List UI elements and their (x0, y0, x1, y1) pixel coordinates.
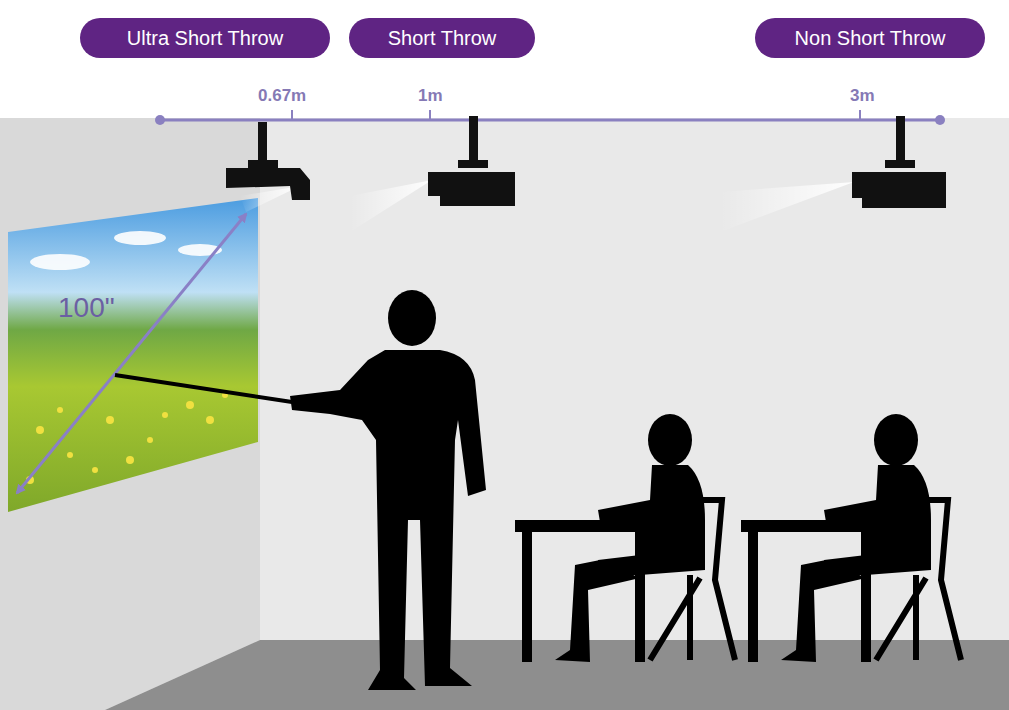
teacher-silhouette (115, 290, 486, 690)
scale-tick (859, 110, 861, 120)
distance-scale (160, 119, 940, 122)
scale-tick (291, 110, 293, 120)
projector (428, 116, 515, 206)
projector (226, 122, 310, 200)
projector (852, 116, 946, 208)
student-desk (515, 414, 735, 662)
screen-size-label: 100" (58, 292, 115, 324)
floor (105, 640, 1009, 710)
throw-category-pill: Short Throw (349, 18, 535, 58)
scale-end (155, 115, 165, 125)
category-label: Non Short Throw (795, 27, 946, 50)
clouds (30, 231, 222, 270)
scale-end (935, 115, 945, 125)
light-beam (720, 182, 854, 232)
distance-label: 0.67m (258, 86, 306, 106)
throw-category-pill: Ultra Short Throw (80, 18, 330, 58)
category-label: Ultra Short Throw (127, 27, 283, 50)
light-beam (350, 180, 432, 232)
back-wall (0, 118, 1009, 710)
distance-label: 1m (418, 86, 443, 106)
category-label: Short Throw (388, 27, 497, 50)
flowers (26, 392, 228, 484)
student-desk (741, 414, 961, 662)
scale-tick (429, 110, 431, 120)
diagonal-arrow (17, 214, 246, 493)
distance-label: 3m (850, 86, 875, 106)
projected-image (8, 198, 258, 512)
throw-category-pill: Non Short Throw (755, 18, 985, 58)
side-wall (0, 118, 260, 710)
